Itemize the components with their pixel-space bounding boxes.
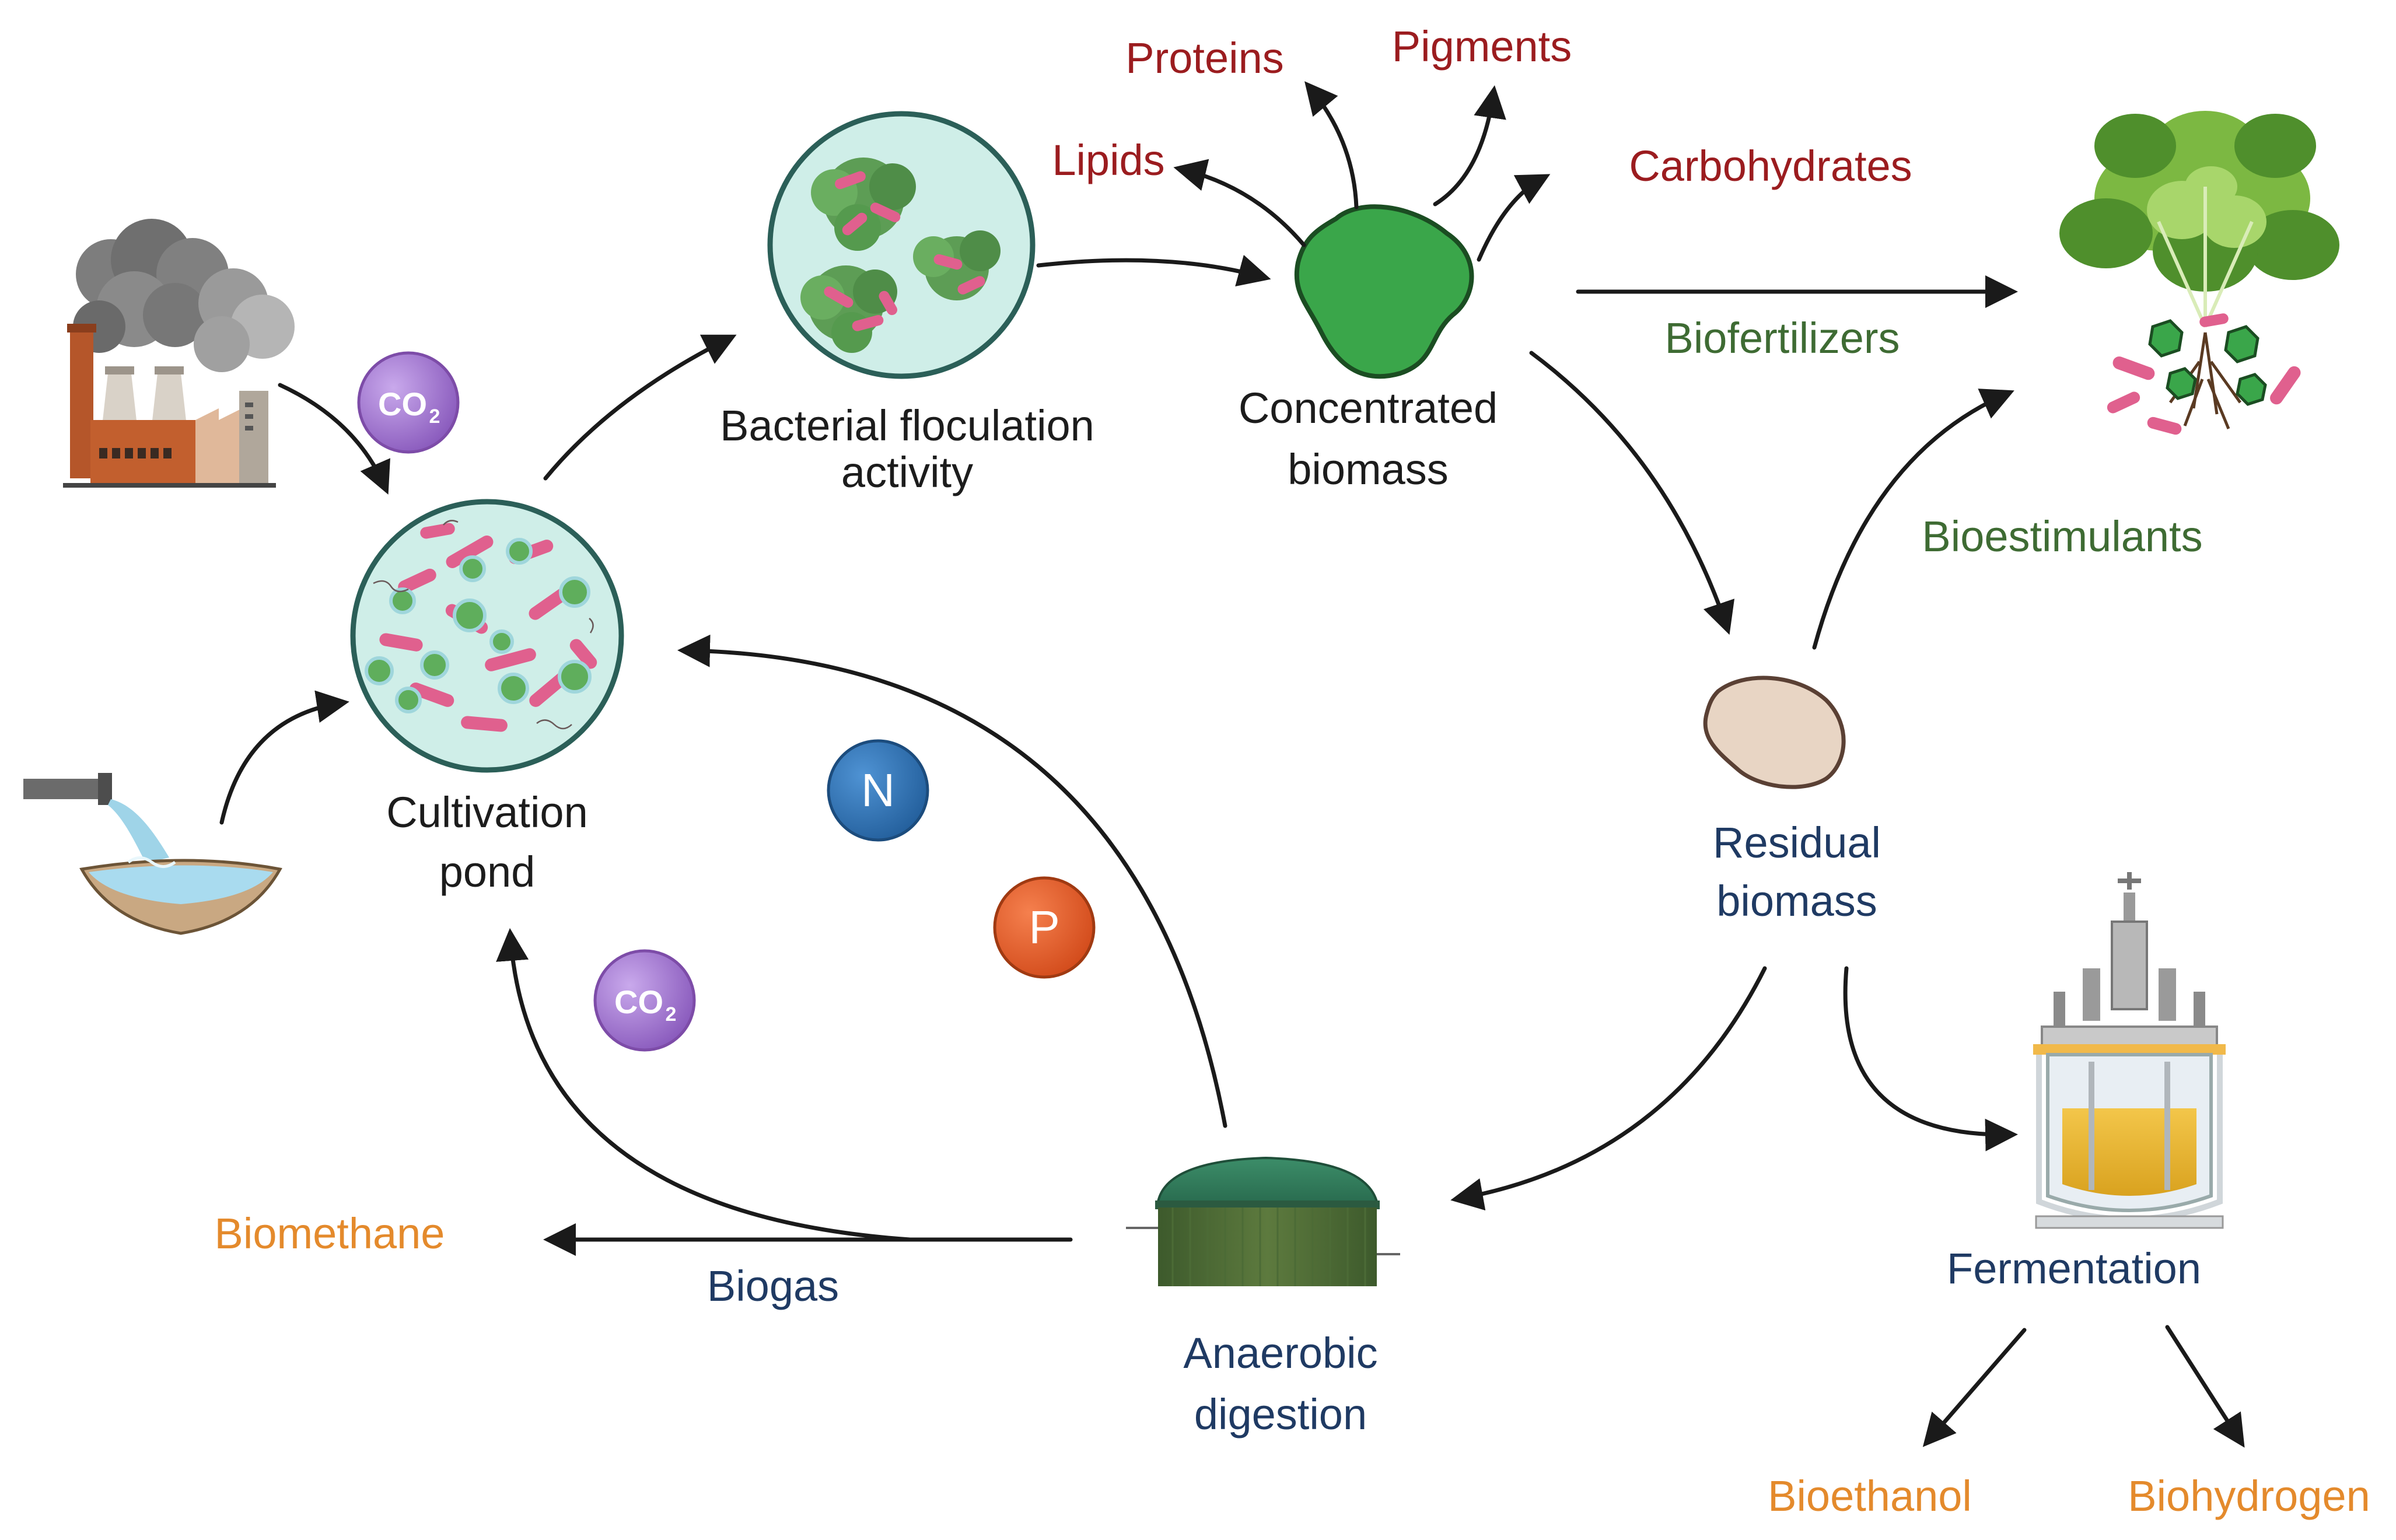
fermentation-label: Fermentation — [1947, 1244, 2201, 1293]
bacterial-floculation-label-line2: activity — [841, 448, 973, 496]
anaerobic-digestion-label: Anaerobic digestion — [1183, 1329, 1377, 1438]
flow-arrows — [219, 81, 2245, 1448]
biomethane-label: Biomethane — [215, 1209, 445, 1258]
arrow-residual-to-fermentation — [1843, 966, 2018, 1152]
carbohydrates-label: Carbohydrates — [1629, 142, 1912, 190]
arrow-biomass-to-carbohydrates — [1477, 174, 1551, 262]
concentrated-biomass-label-line2: biomass — [1288, 445, 1449, 494]
concentrated-biomass-label-line1: Concentrated — [1239, 384, 1498, 432]
arrow-wastewater-to-pond — [219, 690, 349, 825]
pigments-label: Pigments — [1392, 22, 1572, 71]
cultivation-pond-label-line2: pond — [439, 848, 536, 896]
co2-chip-input: CO 2 — [357, 351, 460, 454]
arrow-fermentation-to-bioethanol — [1922, 1328, 2027, 1447]
cultivation-pond-label: Cultivation pond — [386, 788, 588, 896]
residual-biomass-icon — [1703, 676, 1846, 789]
proteins-label: Proteins — [1125, 34, 1283, 82]
arrow-pond-to-floc — [543, 334, 737, 481]
arrow-digester-to-pond-co2 — [496, 928, 912, 1242]
lipids-label: Lipids — [1052, 136, 1164, 184]
arrow-residual-to-bioestimulants — [1812, 388, 2014, 650]
co2-label: CO — [378, 386, 427, 422]
arrow-factory-to-pond — [278, 383, 390, 495]
biofertilizers-label: Biofertilizers — [1665, 314, 1900, 362]
arrow-floc-to-biomass — [1036, 254, 1271, 286]
bioethanol-label: Bioethanol — [1768, 1472, 1972, 1520]
phosphorus-chip: P — [993, 876, 1096, 979]
bacterial-floculation-label: Bacterial floculation activity — [720, 401, 1094, 496]
anaerobic-digestion-label-line1: Anaerobic — [1183, 1329, 1377, 1377]
bacterial-floc-icon — [767, 111, 1036, 379]
co2-chip-recycle: CO 2 — [593, 949, 696, 1052]
biohydrogen-label: Biohydrogen — [2128, 1472, 2370, 1520]
bioestimulants-label: Bioestimulants — [1922, 512, 2202, 561]
phosphorus-symbol: P — [1029, 901, 1059, 953]
arrow-biomass-to-pigments — [1433, 85, 1506, 206]
concentrated-biomass-icon — [1294, 204, 1474, 379]
lettuce-plant-icon — [2059, 111, 2339, 435]
arrow-biomass-to-residual — [1529, 351, 1735, 635]
arrow-digester-to-pond-nutrients — [677, 634, 1227, 1128]
arrow-biomass-to-proteins — [1304, 81, 1359, 209]
arrow-fermentation-to-biohydrogen — [2165, 1325, 2245, 1448]
residual-biomass-label-line2: biomass — [1716, 877, 1877, 925]
cultivation-pond-label-line1: Cultivation — [386, 788, 588, 836]
nitrogen-chip: N — [827, 739, 929, 842]
co2-recycle-subscript: 2 — [666, 1003, 677, 1026]
residual-biomass-label-line1: Residual — [1713, 818, 1881, 867]
arrow-residual-to-digester — [1450, 966, 1767, 1211]
anaerobic-digestion-label-line2: digestion — [1194, 1390, 1367, 1438]
concentrated-biomass-label: Concentrated biomass — [1239, 384, 1498, 494]
co2-recycle-label: CO — [614, 984, 663, 1020]
factory-icon — [63, 219, 295, 488]
biogas-label: Biogas — [707, 1262, 839, 1310]
residual-biomass-label: Residual biomass — [1713, 818, 1881, 925]
nitrogen-symbol: N — [861, 764, 895, 816]
anaerobic-digester-icon — [1126, 1156, 1400, 1286]
co2-subscript: 2 — [429, 405, 440, 428]
cultivation-pond-icon — [350, 499, 624, 773]
bioreactor-icon — [2033, 872, 2226, 1229]
arrow-biomass-to-lipids — [1173, 159, 1306, 247]
wastewater-inflow-icon — [23, 773, 282, 935]
bacterial-floculation-label-line1: Bacterial floculation — [720, 401, 1094, 450]
